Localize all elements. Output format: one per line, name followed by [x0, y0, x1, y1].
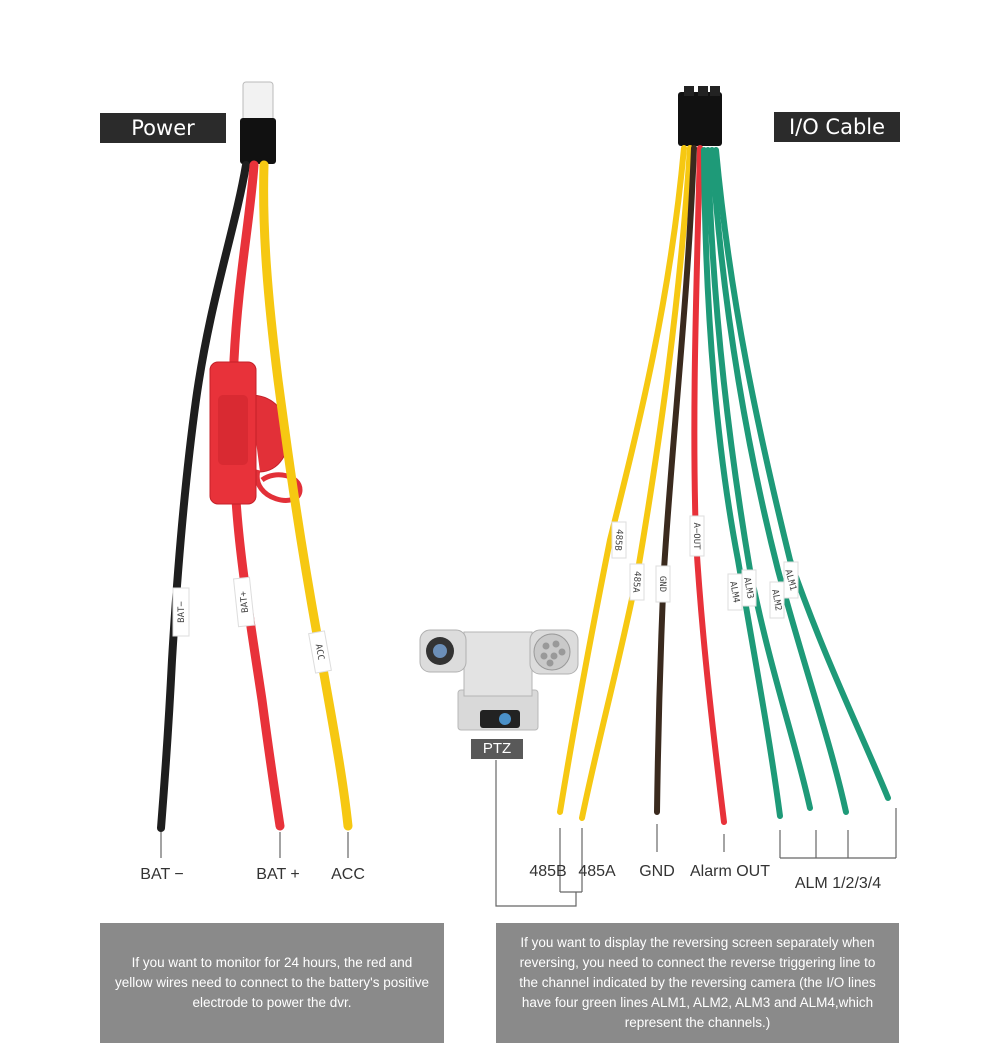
svg-text:485A: 485A — [630, 571, 642, 594]
485b-wire — [557, 145, 687, 815]
io-connector-pin — [684, 86, 694, 96]
fuse-strap — [254, 469, 303, 503]
alm2-wire — [709, 147, 849, 815]
svg-text:ALM4: ALM4 — [727, 581, 741, 604]
bat-pos-wire-lower — [231, 495, 285, 831]
alarm-out-label: Alarm OUT — [690, 863, 770, 880]
acc-label: ACC — [331, 866, 365, 883]
io-cable-title: I/O Cable — [774, 112, 900, 142]
bat-pos-label: BAT + — [256, 866, 300, 883]
alm2-wire-tag: ALM2 — [769, 581, 785, 619]
alm1-wire — [713, 147, 891, 801]
ptz-port — [499, 713, 511, 725]
ptz-lens-glass — [433, 644, 447, 658]
power-note: If you want to monitor for 24 hours, the… — [100, 923, 444, 1043]
485a-label: 485A — [578, 863, 616, 880]
485b-label: 485B — [529, 863, 567, 880]
485b-wire-tag: 485B — [611, 521, 627, 559]
bat-neg-wire — [157, 161, 250, 832]
alm3-wire-tag: ALM3 — [741, 569, 757, 607]
power-cable-title: Power Cable — [100, 113, 226, 170]
alm4-wire-tag: ALM4 — [727, 573, 743, 611]
svg-text:ALM3: ALM3 — [741, 577, 755, 600]
485-bracket — [559, 828, 583, 893]
svg-text:A−OUT: A−OUT — [691, 522, 701, 550]
ptz-ir-lamp — [533, 633, 571, 671]
svg-text:485B: 485B — [612, 529, 624, 551]
485a-wire — [579, 145, 693, 821]
io-connector-pin — [710, 86, 720, 96]
svg-text:BAT−: BAT− — [177, 601, 187, 623]
ptz-camera — [419, 629, 579, 907]
alm1-wire-tag: ALM1 — [782, 561, 799, 599]
alm-label: ALM 1/2/3/4 — [794, 875, 882, 892]
bat-neg-label: BAT − — [140, 866, 184, 883]
svg-text:GND: GND — [657, 576, 667, 592]
gnd-wire-tag: GND — [655, 565, 671, 603]
io-cable: 485B 485A GND A−OUT ALM4 ALM3 — [557, 86, 897, 893]
svg-text:ALM2: ALM2 — [769, 589, 783, 612]
fuse-body — [218, 395, 248, 465]
gnd-wire — [654, 145, 697, 815]
ptz-label: PTZ — [471, 739, 523, 759]
ptz-connector-line — [495, 760, 577, 907]
alm3-wire — [705, 147, 813, 811]
bat-pos-wire-upper — [229, 160, 259, 395]
power-connector-boot — [240, 118, 276, 164]
alm4-wire — [701, 147, 783, 819]
485a-wire-tag: 485A — [629, 563, 645, 601]
acc-wire-tag: ACC — [308, 630, 332, 674]
ptz-body — [463, 631, 533, 697]
io-note: If you want to display the reversing scr… — [496, 923, 899, 1043]
io-connector-pin — [698, 86, 708, 96]
gnd-label: GND — [639, 863, 675, 880]
bat-neg-wire-tag: BAT− — [172, 587, 190, 637]
io-connector — [678, 92, 722, 146]
bat-pos-wire-tag: BAT+ — [232, 576, 256, 628]
acc-wire — [259, 160, 353, 831]
svg-text:BAT+: BAT+ — [239, 590, 251, 613]
aout-wire-tag: A−OUT — [689, 515, 705, 557]
alm-bracket — [779, 808, 897, 859]
power-cable: BAT− BAT+ ACC — [157, 81, 353, 858]
svg-text:ACC: ACC — [313, 643, 326, 661]
